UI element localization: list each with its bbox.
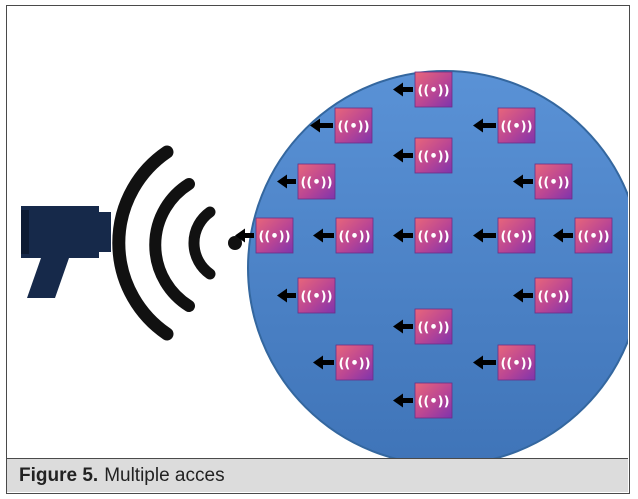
- rfid-tag-icon: ((•)): [255, 217, 294, 254]
- multiple-access-diagram: ((•)) ((•)) ((•)) ((•)) ((•)) ((•)) ((•)) ((•))…: [21, 70, 628, 458]
- rfid-tag-with-arrow: ((•)): [313, 217, 374, 254]
- rfid-tag-with-arrow: ((•)): [513, 277, 573, 314]
- figure-caption: Figure 5. Multiple acces: [7, 458, 628, 492]
- rfid-tag-with-arrow: ((•)): [310, 107, 373, 144]
- rfid-tag-icon: ((•)): [414, 217, 453, 254]
- rfid-tag-with-arrow: ((•)): [313, 344, 374, 381]
- tag-symbol: ((•)): [500, 120, 532, 135]
- tag-symbol: ((•)): [537, 290, 569, 305]
- tag-symbol: ((•)): [577, 230, 609, 245]
- arrow-left-icon: [277, 174, 296, 189]
- tag-symbol: ((•)): [338, 357, 370, 372]
- tag-symbol: ((•)): [300, 176, 332, 191]
- rfid-tag-with-arrow: ((•)): [473, 107, 536, 144]
- arrow-left-icon: [310, 118, 333, 133]
- rfid-tag-icon: ((•)): [297, 277, 336, 314]
- arrow-left-icon: [393, 82, 413, 97]
- tag-symbol: ((•)): [337, 120, 369, 135]
- rfid-tag-icon: ((•)): [414, 308, 453, 345]
- tag-symbol: ((•)): [417, 230, 449, 245]
- arrow-left-icon: [473, 118, 496, 133]
- rfid-tag-with-arrow: ((•)): [393, 382, 453, 419]
- arrow-left-icon: [513, 174, 533, 189]
- arrow-left-icon: [393, 228, 413, 243]
- rfid-tags-group: ((•)) ((•)) ((•)) ((•)) ((•)) ((•)) ((•)) ((•))…: [235, 71, 613, 419]
- arrow-left-icon: [313, 228, 334, 243]
- rfid-tag-with-arrow: ((•)): [277, 163, 336, 200]
- tag-symbol: ((•)): [500, 230, 532, 245]
- rfid-tag-with-arrow: ((•)): [277, 277, 336, 314]
- rfid-tag-with-arrow: ((•)): [393, 71, 453, 108]
- rfid-tag-icon: ((•)): [335, 217, 374, 254]
- rfid-tag-icon: ((•)): [334, 107, 373, 144]
- caption-text: Multiple acces: [104, 464, 225, 486]
- rfid-tag-icon: ((•)): [497, 107, 536, 144]
- rfid-tag-icon: ((•)): [414, 137, 453, 174]
- tag-symbol: ((•)): [417, 150, 449, 165]
- tag-symbol: ((•)): [417, 84, 449, 99]
- tag-symbol: ((•)): [417, 395, 449, 410]
- tag-symbol: ((•)): [338, 230, 370, 245]
- rfid-tag-icon: ((•)): [534, 277, 573, 314]
- arrow-left-icon: [473, 355, 496, 370]
- rfid-tag-icon: ((•)): [534, 163, 573, 200]
- figure: ((•)) ((•)) ((•)) ((•)) ((•)) ((•)) ((•)) ((•))…: [6, 5, 630, 494]
- rfid-tag-with-arrow: ((•)): [393, 137, 453, 174]
- rfid-tag-icon: ((•)): [497, 344, 536, 381]
- rfid-tag-icon: ((•)): [574, 217, 613, 254]
- arrow-left-icon: [235, 228, 254, 243]
- diagram-panel: ((•)) ((•)) ((•)) ((•)) ((•)) ((•)) ((•)) ((•))…: [7, 6, 628, 458]
- tag-symbol: ((•)): [537, 176, 569, 191]
- tag-symbol: ((•)): [300, 290, 332, 305]
- arrow-left-icon: [513, 288, 533, 303]
- rfid-tag-with-arrow: ((•)): [393, 308, 453, 345]
- rfid-tag-with-arrow: ((•)): [235, 217, 294, 254]
- arrow-left-icon: [277, 288, 296, 303]
- rfid-tag-icon: ((•)): [497, 217, 536, 254]
- arrow-left-icon: [553, 228, 573, 243]
- radio-wave-arcs-icon: [112, 145, 242, 341]
- tag-symbol: ((•)): [500, 357, 532, 372]
- rfid-tag-with-arrow: ((•)): [393, 217, 453, 254]
- rfid-reader-gun-icon: [21, 206, 111, 298]
- caption-label: Figure 5.: [19, 464, 99, 486]
- rfid-tag-icon: ((•)): [414, 382, 453, 419]
- arrow-left-icon: [473, 228, 496, 243]
- arrow-left-icon: [393, 148, 413, 163]
- tag-symbol: ((•)): [258, 230, 290, 245]
- rfid-tag-with-arrow: ((•)): [513, 163, 573, 200]
- tag-symbol: ((•)): [417, 321, 449, 336]
- rfid-tag-icon: ((•)): [414, 71, 453, 108]
- arrow-left-icon: [313, 355, 334, 370]
- arrow-left-icon: [393, 393, 413, 408]
- rfid-tag-with-arrow: ((•)): [553, 217, 613, 254]
- rfid-tag-icon: ((•)): [335, 344, 374, 381]
- rfid-tag-with-arrow: ((•)): [473, 217, 536, 254]
- rfid-tag-with-arrow: ((•)): [473, 344, 536, 381]
- arrow-left-icon: [393, 319, 413, 334]
- rfid-tag-icon: ((•)): [297, 163, 336, 200]
